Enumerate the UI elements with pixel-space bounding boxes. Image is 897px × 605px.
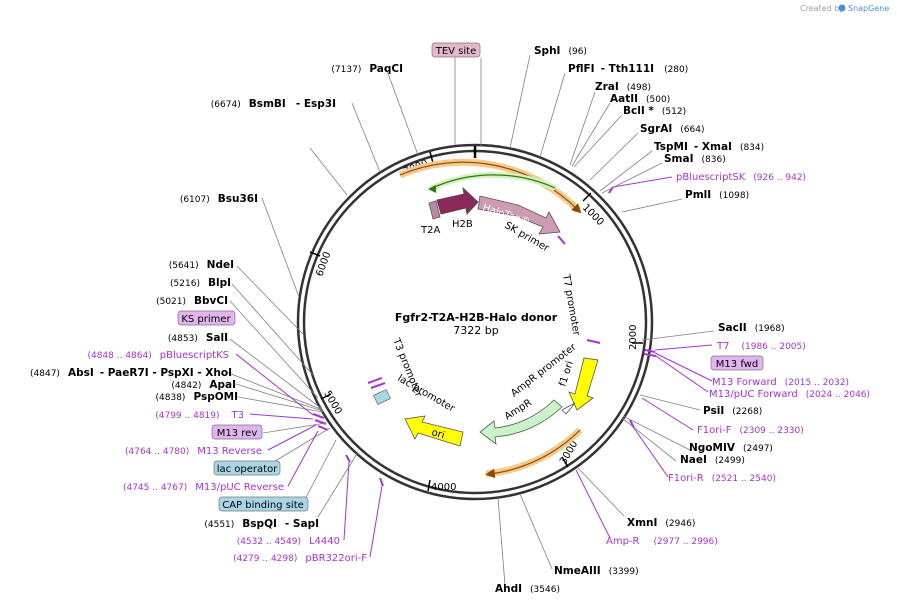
site-zrai: ZraI(498) bbox=[595, 81, 651, 93]
lac-operator-mark bbox=[373, 389, 391, 405]
primer-f1ori-f: F1ori-F(2309 .. 2330) bbox=[697, 425, 804, 436]
h2b-label: H2B bbox=[452, 219, 473, 230]
site-leaders bbox=[225, 54, 715, 586]
site-tspmi: TspMI- XmaI(834) bbox=[654, 141, 764, 153]
site-blpi: (5216)BlpI bbox=[170, 277, 231, 289]
cap-binding-site-label: CAP binding site bbox=[222, 500, 304, 511]
snapgene-credit: Created by SnapGene bbox=[800, 4, 889, 13]
site-aatii: AatII(500) bbox=[610, 93, 670, 105]
m13-fwd-label: M13 fwd bbox=[716, 359, 758, 370]
site-bsu36i: (6107)Bsu36I bbox=[180, 193, 258, 205]
site-pmli: PmlI(1098) bbox=[685, 189, 749, 201]
site-sali: (4853)SalI bbox=[168, 332, 228, 344]
primer-m13-reverse: (4764 .. 4780)M13 Reverse bbox=[125, 446, 262, 457]
lac-operator-label: lac operator bbox=[217, 464, 278, 475]
site-sacii: SacII(1968) bbox=[718, 322, 785, 334]
site-smai: SmaI(836) bbox=[664, 153, 726, 165]
site-bsmbi: (6674)BsmBI- Esp3I bbox=[211, 98, 336, 110]
primer-l4440: (4532 .. 4549)L4440 bbox=[237, 536, 340, 547]
site-paqci: (7137)PaqCI bbox=[331, 63, 403, 75]
primer-t7: T7(1986 .. 2005) bbox=[716, 341, 806, 352]
site-ngomiv: NgoMIV(2497) bbox=[689, 442, 773, 454]
t7-promoter-label: T7 promoter bbox=[560, 273, 582, 338]
site-xmni: XmnI(2946) bbox=[627, 517, 695, 529]
tev-site-box bbox=[431, 42, 481, 58]
f1-ori-feature bbox=[568, 357, 599, 411]
tick-1000 bbox=[582, 192, 592, 202]
site-ndei: (5641)NdeI bbox=[169, 259, 234, 271]
site-bcli: BclI *(512) bbox=[623, 105, 686, 117]
ks-primer-box bbox=[177, 310, 236, 326]
green-arrowhead bbox=[428, 185, 436, 193]
cap-binding-site-box bbox=[218, 496, 309, 512]
site-apai: (4842)ApaI bbox=[171, 379, 236, 391]
primer-t3: (4799 .. 4819)T3 bbox=[155, 410, 244, 421]
t2a-feature bbox=[428, 200, 441, 220]
ampr-feature bbox=[479, 399, 563, 445]
site-psii: PsiI(2268) bbox=[703, 405, 762, 417]
tick-7000 bbox=[429, 151, 434, 164]
m13-rev-label: M13 rev bbox=[217, 428, 258, 439]
primer-m13puc-forward: M13/pUC Forward(2024 .. 2046) bbox=[709, 389, 870, 400]
site-bbvci: (5021)BbvCI bbox=[156, 295, 228, 307]
primer-labels-right: pBluescriptSK(926 .. 942) T7(1986 .. 200… bbox=[606, 172, 870, 547]
primer-pbluescriptsk: pBluescriptSK(926 .. 942) bbox=[676, 172, 806, 183]
orange-arrow-bottom bbox=[485, 429, 581, 479]
primer-pbluescriptks: (4848 .. 4864)pBluescriptKS bbox=[87, 350, 229, 361]
ori-label: ori bbox=[430, 427, 446, 441]
t7-mark bbox=[586, 339, 601, 344]
m13-fwd-box bbox=[710, 355, 764, 371]
ampr-promoter-feature bbox=[561, 402, 576, 415]
primer-leaders bbox=[235, 176, 713, 558]
h2b-feature bbox=[436, 186, 479, 215]
site-ahdi: AhdI(3546) bbox=[495, 583, 560, 595]
tick-3000 bbox=[561, 456, 569, 468]
backbone-outer-ring bbox=[296, 143, 654, 501]
t3-mark-1 bbox=[367, 377, 383, 384]
boxed-feature-labels: TEV site M13 fwd KS primer M13 rev lac o… bbox=[177, 42, 764, 512]
outer-primer-marks bbox=[312, 186, 657, 487]
tick-6000 bbox=[309, 251, 321, 257]
orange-arrow-top bbox=[399, 161, 582, 214]
m13-rev-box bbox=[211, 424, 263, 440]
tick-5000 bbox=[320, 393, 332, 400]
site-labels-left: (4551)BspQI- SapI (4838)PspOMI (4842)Apa… bbox=[30, 63, 403, 530]
ks-primer-label: KS primer bbox=[181, 314, 231, 325]
tev-site-label: TEV site bbox=[435, 46, 477, 57]
primer-labels-left: (4532 .. 4549)L4440 (4279 .. 4298)pBR322… bbox=[87, 350, 367, 564]
site-nmeaiii: NmeAIII(3399) bbox=[554, 565, 639, 577]
t3-promoter-label: T3 promoter bbox=[390, 336, 424, 399]
snapgene-logo-icon bbox=[838, 4, 846, 12]
primer-f1ori-r: F1ori-R(2521 .. 2540) bbox=[668, 473, 776, 484]
lac-operator-box bbox=[213, 460, 281, 476]
site-pflfi: PflFI- Tth111I(280) bbox=[568, 63, 688, 75]
site-sphi: SphI(96) bbox=[534, 45, 587, 57]
primer-m13puc-reverse: (4745 .. 4767)M13/pUC Reverse bbox=[123, 482, 284, 493]
ori-feature bbox=[404, 415, 464, 447]
site-pspomi: (4838)PspOMI bbox=[156, 391, 239, 403]
primer-amp-r: Amp-R(2977 .. 2996) bbox=[606, 536, 718, 547]
t3-mark-2 bbox=[370, 382, 386, 389]
construct-size: 7322 bp bbox=[453, 324, 498, 337]
halotag-feature bbox=[477, 195, 561, 235]
sk-primer-mark bbox=[557, 235, 566, 245]
green-arrow-top bbox=[429, 174, 556, 190]
credit-prefix: Created by bbox=[800, 4, 844, 13]
site-sgrai: SgrAI(664) bbox=[640, 123, 705, 135]
tick-4000 bbox=[427, 479, 431, 492]
t2a-label: T2A bbox=[420, 225, 440, 236]
credit-brand: SnapGene bbox=[848, 4, 889, 13]
site-naei: NaeI(2499) bbox=[680, 454, 745, 466]
tick-label-4000: 4000 bbox=[431, 482, 456, 493]
site-bspqi: (4551)BspQI- SapI bbox=[204, 518, 319, 530]
primer-pbr322ori-f: (4279 .. 4298)pBR322ori-F bbox=[233, 553, 367, 564]
site-absi: (4847)AbsI- PaeR7I - PspXI - XhoI bbox=[30, 367, 232, 379]
construct-title: Fgfr2-T2A-H2B-Halo donor bbox=[395, 311, 558, 324]
tick-label-2000: 2000 bbox=[628, 325, 639, 350]
site-labels-right: SphI(96) PflFI- Tth111I(280) ZraI(498) A… bbox=[495, 45, 785, 595]
lac-promoter-label: lac promoter bbox=[396, 373, 458, 415]
primer-m13-forward: M13 Forward(2015 .. 2032) bbox=[712, 377, 849, 388]
